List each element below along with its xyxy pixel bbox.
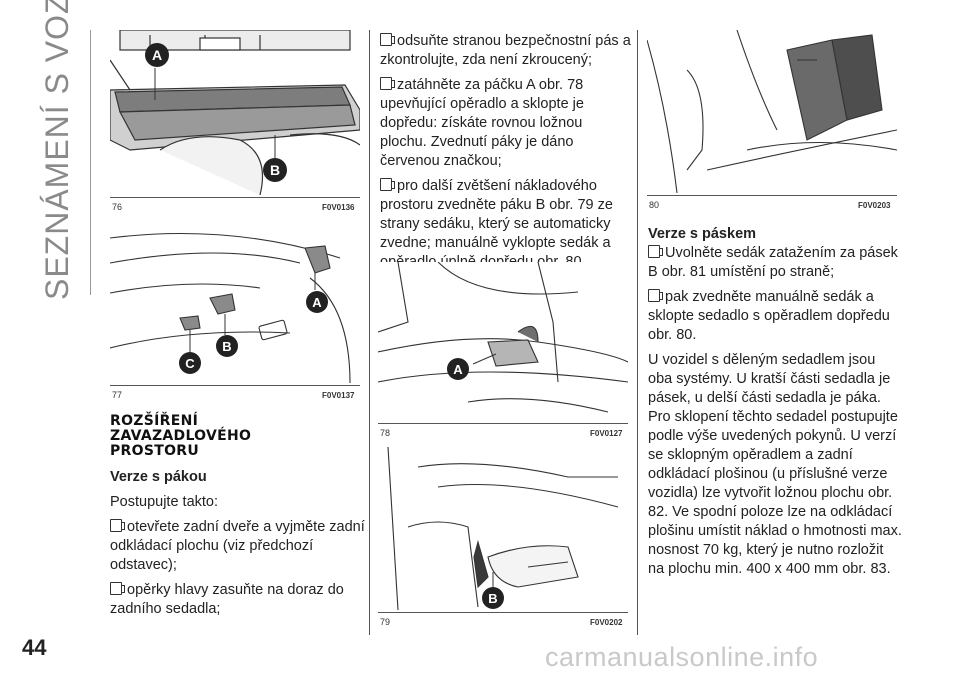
subheading-lever-version: Verze s pákou: [110, 469, 207, 485]
figure-76-number: 76: [112, 202, 123, 212]
figure-80-illustration: [647, 30, 897, 193]
list-item-text: pro další zvětšení nákladového prostoru …: [380, 178, 613, 270]
checkbox-bullet-icon: [648, 245, 663, 258]
figure-79: B: [378, 447, 628, 610]
column-3-text: Verze s páskem Uvolněte sedák zatažením …: [648, 225, 903, 585]
figure-76-illustration: A B: [110, 30, 360, 195]
checkbox-bullet-icon: [380, 33, 395, 46]
list-item-text: pak zvedněte manuálně sedák a sklopte se…: [648, 289, 890, 343]
section-heading-line-3: PROSTORU: [110, 443, 200, 459]
list-item-text: opěrky hlavy zasuňte na doraz do zadního…: [110, 582, 344, 617]
section-heading-line-1: ROZŠÍŘENÍ: [110, 413, 199, 429]
figure-76: A B: [110, 30, 360, 195]
figure-77-caption-rule: [110, 385, 360, 386]
list-item: pro další zvětšení nákladového prostoru …: [380, 177, 632, 272]
list-item: zatáhněte za páčku A obr. 78 upevňující …: [380, 76, 632, 171]
list-item: opěrky hlavy zasuňte na doraz do zadního…: [110, 581, 365, 619]
list-item: otevřete zadní dveře a vyjměte zadní odk…: [110, 518, 365, 575]
figure-77-label-a: A: [312, 295, 322, 310]
checkbox-bullet-icon: [110, 519, 125, 532]
figure-78: A: [378, 262, 628, 420]
section-heading-line-2: ZAVAZADLOVÉHO: [110, 428, 252, 444]
figure-80-code: F0V0203: [858, 201, 891, 210]
list-item: odsuňte stranou bezpečnostní pás a zkont…: [380, 32, 632, 70]
list-item-text: odsuňte stranou bezpečnostní pás a zkont…: [380, 33, 631, 68]
figure-77: A B C: [110, 218, 360, 383]
figure-79-illustration: B: [387, 447, 619, 610]
figure-80: [647, 30, 897, 193]
side-section-title: SEZNÁMENÍ S VOZIDLEM: [39, 0, 75, 300]
figure-80-number: 80: [649, 200, 660, 210]
figure-80-caption-rule: [647, 195, 897, 196]
list-item-text: zatáhněte za páčku A obr. 78 upevňující …: [380, 77, 584, 169]
figure-78-illustration: A: [378, 262, 628, 413]
figure-76-code: F0V0136: [322, 203, 355, 212]
figure-77-illustration: A B C: [110, 232, 351, 383]
column-divider-1: [369, 30, 370, 635]
page-number: 44: [22, 635, 47, 660]
figure-76-label-a: A: [152, 47, 162, 63]
column-divider-2: [637, 30, 638, 635]
figure-78-code: F0V0127: [590, 429, 623, 438]
figure-77-label-b: B: [222, 339, 231, 354]
column-2-text: odsuňte stranou bezpečnostní pás a zkont…: [380, 32, 632, 278]
subheading-strap-version: Verze s páskem: [648, 226, 757, 242]
figure-78-caption-rule: [378, 423, 628, 424]
figure-77-code: F0V0137: [322, 391, 355, 400]
figure-79-caption-rule: [378, 612, 628, 613]
checkbox-bullet-icon: [648, 289, 663, 302]
figure-76-label-b: B: [270, 162, 280, 178]
list-item-text: otevřete zadní dveře a vyjměte zadní odk…: [110, 519, 365, 573]
list-item: Uvolněte sedák zatažením za pásek B obr.…: [648, 244, 903, 282]
checkbox-bullet-icon: [110, 582, 125, 595]
checkbox-bullet-icon: [380, 178, 395, 191]
figure-79-code: F0V0202: [590, 618, 623, 627]
figure-77-number: 77: [112, 390, 123, 400]
list-item-text: Uvolněte sedák zatažením za pásek B obr.…: [648, 245, 898, 280]
list-item: pak zvedněte manuálně sedák a sklopte se…: [648, 288, 903, 345]
figure-76-caption-rule: [110, 197, 360, 198]
figure-79-number: 79: [380, 617, 391, 627]
watermark: carmanualsonline.info: [545, 642, 819, 672]
section-heading: ROZŠÍŘENÍ ZAVAZADLOVÉHO PROSTORU: [110, 414, 251, 459]
body-paragraph: U vozidel s děleným sedadlem jsou oba sy…: [648, 352, 902, 577]
figure-77-label-c: C: [185, 356, 195, 371]
figure-79-label-b: B: [488, 591, 497, 606]
column-1-text: Verze s pákou Postupujte takto: otevřete…: [110, 468, 365, 625]
figure-78-number: 78: [380, 428, 391, 438]
checkbox-bullet-icon: [380, 77, 395, 90]
figure-78-label-a: A: [453, 362, 463, 377]
side-divider: [90, 30, 91, 295]
intro-text: Postupujte takto:: [110, 494, 219, 510]
